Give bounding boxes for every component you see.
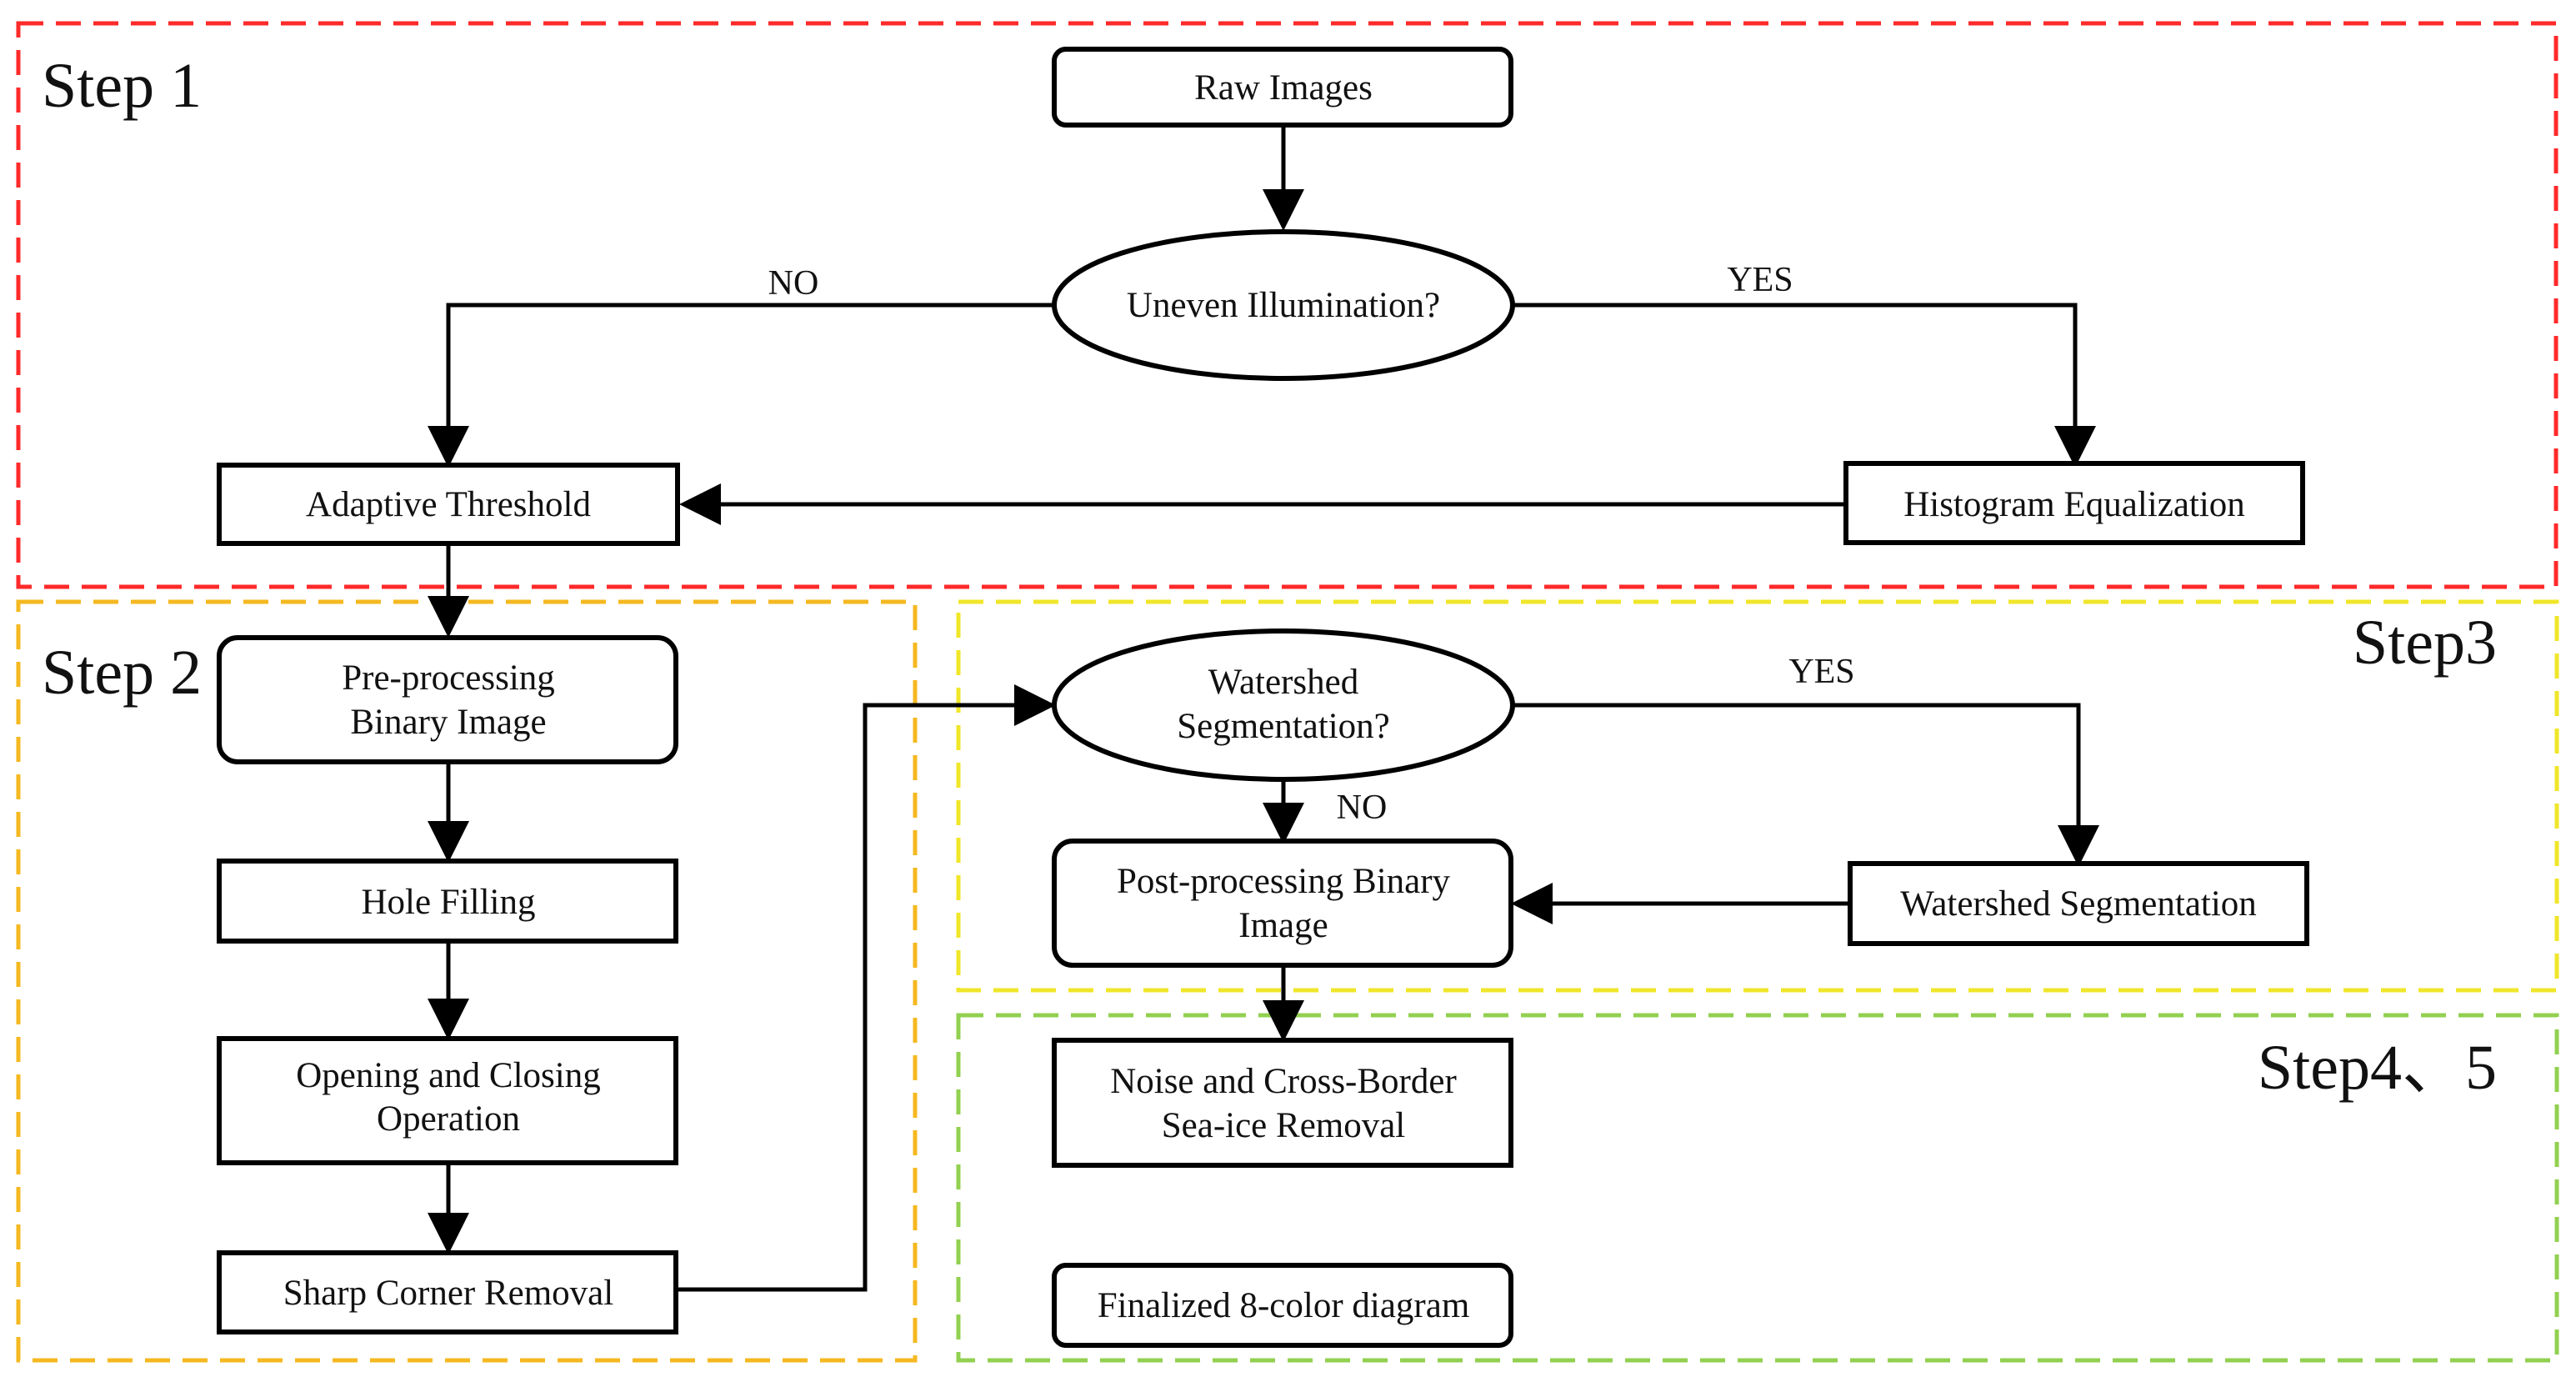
edge-illumination-yes xyxy=(1513,303,2096,468)
step1-region xyxy=(16,21,2558,589)
sharp-corner-removal-box xyxy=(217,1250,678,1334)
step45-label: Step4、5 xyxy=(2258,1033,2497,1103)
noise-removal-label-line1: Noise and Cross-Border xyxy=(1110,1062,1457,1101)
raw-images-box xyxy=(1052,47,1513,128)
histogram-equalization-label: Histogram Equalization xyxy=(1903,485,2245,524)
watershed-no-label: NO xyxy=(1337,789,1388,827)
adaptive-threshold-box xyxy=(217,463,680,546)
opening-closing-label-line2: Operation xyxy=(377,1099,520,1139)
watershed-segmentation-label: Watershed Segmentation xyxy=(1900,884,2257,924)
preprocessing-box xyxy=(217,635,678,764)
uneven-illumination-label: Uneven Illumination? xyxy=(1127,286,1440,325)
step45-region xyxy=(956,1013,2559,1363)
step2-region xyxy=(16,599,918,1363)
watershed-segmentation-decision xyxy=(1052,628,1515,782)
opening-closing-box xyxy=(217,1036,678,1165)
step3-region xyxy=(956,599,2559,993)
postprocessing-label-line2: Image xyxy=(1238,906,1328,945)
hole-filling-label: Hole Filling xyxy=(361,883,535,922)
opening-closing-label-line1: Opening and Closing xyxy=(296,1056,600,1095)
watershed-segmentation-box xyxy=(1848,861,2309,946)
preprocessing-label-line1: Pre-processing xyxy=(342,658,555,698)
step2-label: Step 2 xyxy=(42,638,202,708)
raw-images-label: Raw Images xyxy=(1194,68,1373,108)
watershed-question-label-line1: Watershed xyxy=(1208,663,1358,702)
illumination-no-label: NO xyxy=(768,264,819,303)
finalized-diagram-box xyxy=(1052,1263,1513,1348)
illumination-yes-label: YES xyxy=(1727,261,1793,299)
edge-sharpcorner-to-watershed xyxy=(677,684,1056,1292)
hole-filling-box xyxy=(217,859,678,944)
watershed-yes-label: YES xyxy=(1788,653,1854,691)
postprocessing-label-line1: Post-processing Binary xyxy=(1117,862,1451,901)
watershed-question-label-line2: Segmentation? xyxy=(1177,707,1390,746)
preprocessing-label-line2: Binary Image xyxy=(350,703,546,742)
noise-removal-label-line2: Sea-ice Removal xyxy=(1162,1106,1406,1145)
finalized-diagram-label: Finalized 8-color diagram xyxy=(1098,1286,1470,1325)
edge-watershed-yes xyxy=(1513,703,2099,867)
adaptive-threshold-label: Adaptive Threshold xyxy=(306,485,591,524)
edge-illumination-no xyxy=(428,303,1053,468)
uneven-illumination-decision xyxy=(1052,229,1515,381)
histogram-equalization-box xyxy=(1843,461,2305,545)
step1-label: Step 1 xyxy=(42,51,202,121)
step3-label: Step3 xyxy=(2353,608,2497,678)
noise-removal-box xyxy=(1052,1038,1513,1168)
postprocessing-box xyxy=(1052,839,1513,968)
sharp-corner-removal-label: Sharp Corner Removal xyxy=(283,1274,614,1313)
